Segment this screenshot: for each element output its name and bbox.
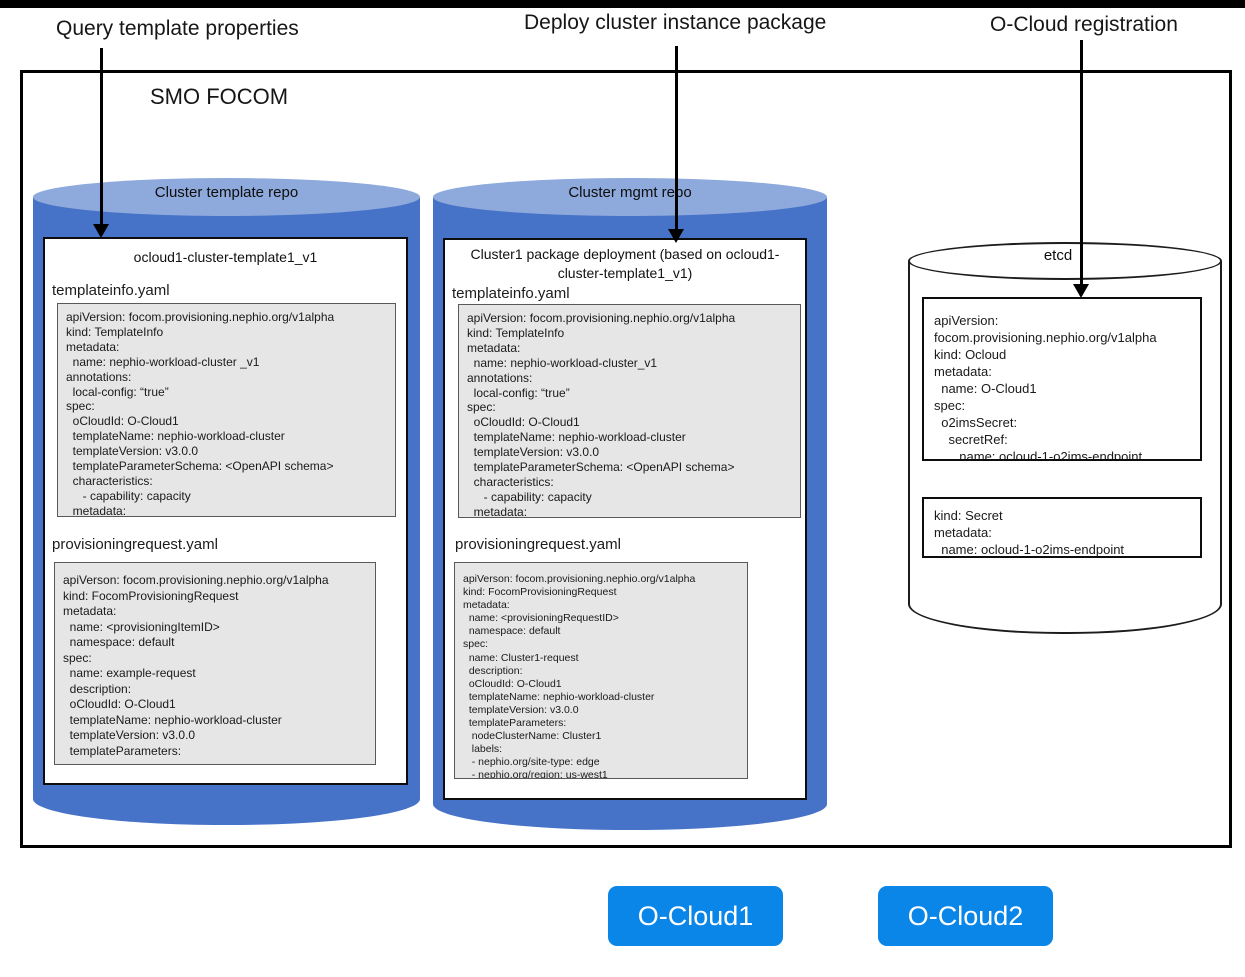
provisioningrequest-code-block: apiVerson: focom.provisioning.nephio.org… — [454, 562, 748, 779]
top-border-bar — [0, 0, 1245, 8]
cluster1-package-title: Cluster1 package deployment (based on oc… — [470, 246, 780, 281]
cluster1-package-box: Cluster1 package deployment (based on oc… — [443, 238, 807, 800]
annotation-query-template: Query template properties — [56, 17, 299, 40]
templateinfo-file-label: templateinfo.yaml — [452, 285, 570, 302]
deploy-arrow-head — [668, 229, 684, 243]
deploy-arrow-line — [675, 46, 678, 229]
cluster-mgmt-repo-title: Cluster mgmt repo — [568, 184, 692, 201]
annotation-deploy-package: Deploy cluster instance package — [524, 11, 827, 34]
template-package-title: ocloud1-cluster-template1_v1 — [133, 249, 318, 265]
provisioningrequest-file-label: provisioningrequest.yaml — [455, 536, 621, 553]
templateinfo-code-block: apiVersion: focom.provisioning.nephio.or… — [57, 303, 396, 517]
provisioningrequest-code-block: apiVerson: focom.provisioning.nephio.org… — [54, 562, 376, 765]
query-arrow-head — [93, 224, 109, 238]
registration-arrow-line — [1080, 40, 1083, 284]
provisioningrequest-file-label: provisioningrequest.yaml — [52, 536, 218, 553]
templateinfo-code-block: apiVersion: focom.provisioning.nephio.or… — [458, 304, 801, 518]
annotation-ocloud-registration: O-Cloud registration — [990, 13, 1178, 36]
cluster-mgmt-repo-cylinder-top — [433, 178, 827, 216]
registration-arrow-head — [1073, 284, 1089, 298]
etcd-cylinder-top — [908, 242, 1222, 280]
etcd-title: etcd — [1043, 247, 1073, 264]
smo-focom-title: SMO FOCOM — [150, 84, 289, 109]
etcd-secret-resource-block: kind: Secret metadata: name: ocloud-1-o2… — [922, 497, 1202, 558]
ocloud1-button[interactable]: O-Cloud1 — [608, 886, 783, 946]
query-arrow-line — [100, 48, 103, 224]
ocloud2-button[interactable]: O-Cloud2 — [878, 886, 1053, 946]
template-package-box: ocloud1-cluster-template1_v1 templateinf… — [43, 237, 408, 785]
templateinfo-file-label: templateinfo.yaml — [52, 282, 170, 299]
etcd-ocloud-resource-block: apiVersion: focom.provisioning.nephio.or… — [922, 297, 1202, 461]
cluster-template-repo-title: Cluster template repo — [154, 184, 299, 201]
cluster-template-repo-cylinder-top — [33, 178, 420, 216]
